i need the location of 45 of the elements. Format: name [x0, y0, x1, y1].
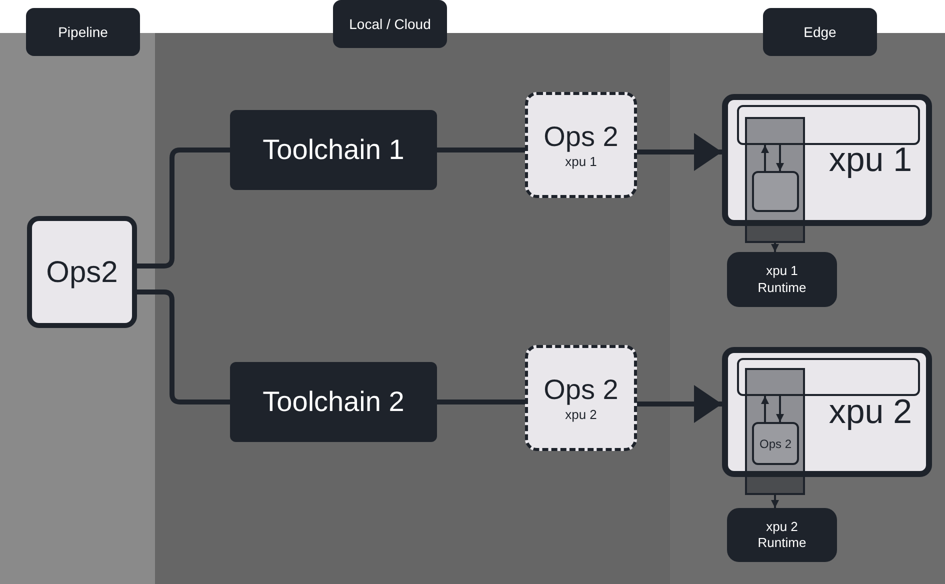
arrow: [637, 133, 722, 171]
device-box: [722, 347, 932, 477]
connector-line: [137, 148, 230, 268]
arrow: [761, 396, 769, 422]
node-label: Ops 2: [759, 436, 792, 452]
column-header: [333, 0, 447, 48]
runtime-box: [727, 252, 837, 307]
connector-line: [437, 148, 525, 152]
device-box: [722, 94, 932, 226]
connector-line: [437, 400, 525, 404]
node-sublabel: xpu 2: [565, 408, 597, 420]
node-sublabel: xpu 1: [565, 154, 597, 168]
node-label: Ops2: [46, 254, 118, 290]
arrow: [771, 243, 779, 252]
node-label: Toolchain 1: [262, 133, 404, 167]
node-label: Edge: [804, 22, 836, 42]
start-box: [27, 216, 137, 328]
toolchain-box: [230, 110, 437, 190]
device-label: xpu 2: [828, 395, 912, 429]
runtime-box: [727, 508, 837, 562]
node-label: Ops 2: [544, 122, 618, 150]
node-label: xpu 1 Runtime: [756, 263, 808, 296]
arrow: [637, 385, 722, 423]
overlay-strip: [745, 368, 805, 495]
arrow: [776, 396, 784, 422]
connector-line: [137, 290, 230, 404]
memory-block: [752, 422, 799, 465]
node-label: Local / Cloud: [349, 14, 431, 34]
node-label: Ops 2: [544, 376, 618, 404]
dashed-box: [525, 92, 637, 198]
node-label: xpu 2 Runtime: [756, 518, 808, 552]
dashed-box: [525, 345, 637, 451]
buffer-bar: [737, 105, 920, 145]
device-label: xpu 1: [828, 143, 912, 177]
node-label: Toolchain 2: [262, 385, 404, 419]
arrow: [761, 145, 769, 171]
buffer-bar: [737, 358, 920, 396]
column-header: [26, 8, 140, 56]
node-label: Pipeline: [58, 22, 108, 42]
toolchain-box: [230, 362, 437, 442]
arrow: [776, 145, 784, 171]
overlay-strip: [745, 117, 805, 243]
column-header: [763, 8, 877, 56]
memory-block: [752, 171, 799, 212]
arrow: [771, 495, 779, 508]
